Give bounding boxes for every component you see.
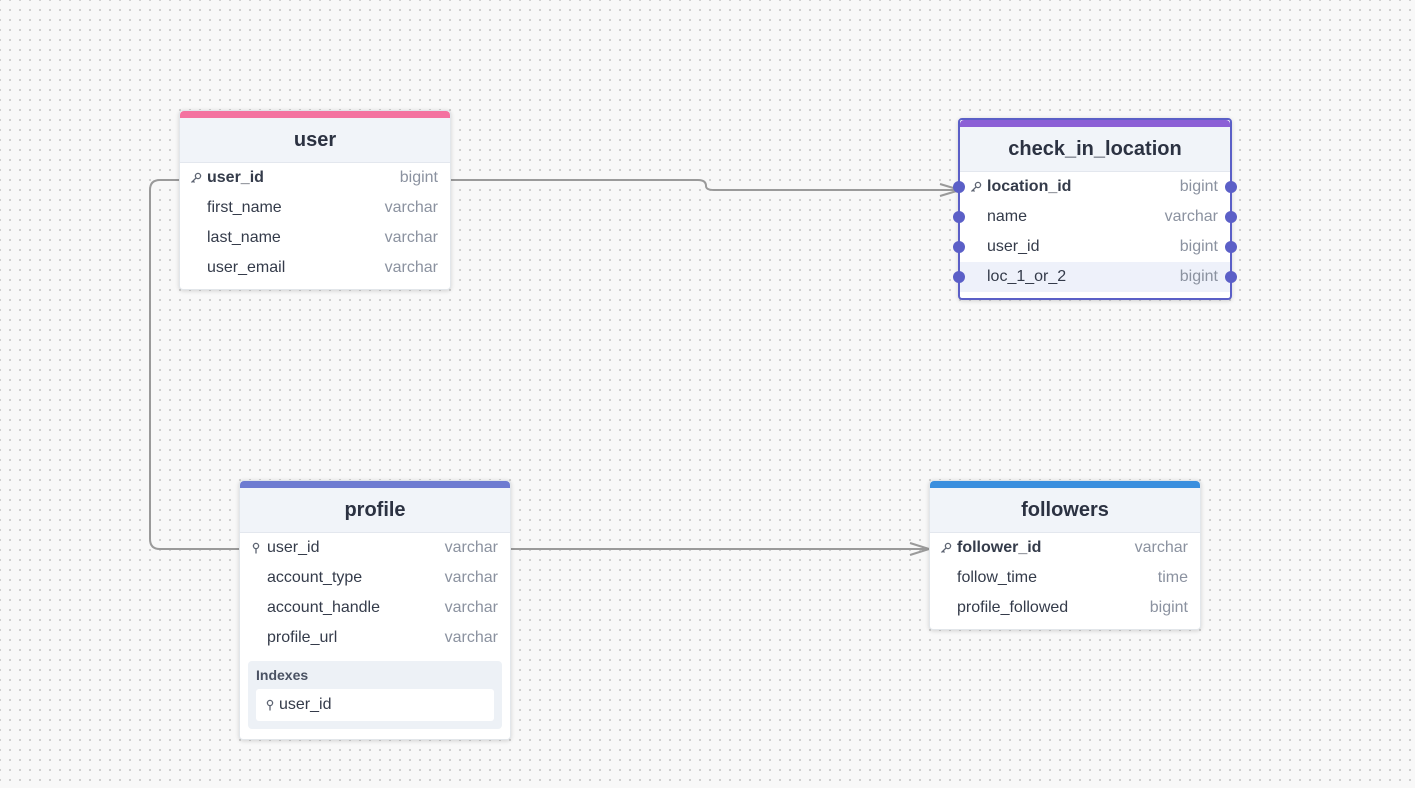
column-row[interactable]: profile_followed bigint bbox=[930, 593, 1200, 623]
table-title: profile bbox=[240, 488, 510, 533]
column-type: varchar bbox=[384, 229, 438, 246]
column-name: profile_url bbox=[267, 629, 338, 646]
key-icon bbox=[971, 181, 982, 192]
table-title: followers bbox=[930, 488, 1200, 533]
table-title: check_in_location bbox=[960, 127, 1230, 172]
column-type: varchar bbox=[1134, 539, 1188, 556]
key-icon bbox=[941, 542, 952, 553]
column-name: last_name bbox=[207, 229, 281, 246]
column-type: varchar bbox=[444, 539, 498, 556]
column-row[interactable]: follow_time time bbox=[930, 563, 1200, 593]
column-row[interactable]: follower_id varchar bbox=[930, 533, 1200, 563]
column-type: bigint bbox=[1179, 238, 1218, 255]
column-type: varchar bbox=[384, 259, 438, 276]
crowfoot-followers bbox=[909, 542, 930, 556]
column-type: time bbox=[1157, 569, 1188, 586]
column-type: bigint bbox=[1179, 178, 1218, 195]
table-check-in-location[interactable]: check_in_location location_id bigint nam… bbox=[953, 118, 1237, 300]
indexes-section: Indexes user_id bbox=[248, 661, 502, 729]
table-user[interactable]: user user_id bigint first_name varchar l… bbox=[179, 110, 451, 290]
index-pin-icon bbox=[266, 699, 274, 711]
column-name: user_id bbox=[987, 238, 1040, 255]
column-name: first_name bbox=[207, 199, 282, 216]
column-row[interactable]: user_email varchar bbox=[180, 253, 450, 283]
column-row[interactable]: location_id bigint bbox=[953, 172, 1237, 202]
column-name: profile_followed bbox=[957, 599, 1069, 616]
column-name: account_type bbox=[267, 569, 363, 586]
column-row[interactable]: account_type varchar bbox=[240, 563, 510, 593]
column-row[interactable]: user_id bigint bbox=[953, 232, 1237, 262]
edge-user-profile[interactable] bbox=[149, 179, 239, 550]
connection-handle[interactable] bbox=[953, 271, 965, 283]
indexes-title: Indexes bbox=[256, 667, 309, 683]
column-name: user_id bbox=[267, 539, 320, 556]
column-row[interactable]: user_id bigint bbox=[180, 163, 450, 193]
column-type: varchar bbox=[444, 599, 498, 616]
column-name: follower_id bbox=[957, 539, 1042, 556]
column-type: varchar bbox=[1164, 208, 1218, 225]
index-item[interactable]: user_id bbox=[256, 689, 494, 721]
edge-user-check-in-location[interactable] bbox=[451, 179, 960, 191]
column-name: account_handle bbox=[267, 599, 380, 616]
column-type: bigint bbox=[1149, 599, 1188, 616]
column-row[interactable]: first_name varchar bbox=[180, 193, 450, 223]
table-title: user bbox=[180, 118, 450, 163]
index-pin-icon bbox=[252, 542, 260, 554]
column-name: user_id bbox=[207, 169, 264, 186]
column-row[interactable]: profile_url varchar bbox=[240, 623, 510, 653]
column-name: name bbox=[987, 208, 1028, 225]
connection-handle[interactable] bbox=[1225, 181, 1237, 193]
table-followers[interactable]: followers follower_id varchar follow_tim… bbox=[929, 480, 1201, 630]
connection-handle[interactable] bbox=[953, 241, 965, 253]
connection-handle[interactable] bbox=[953, 211, 965, 223]
table-accent bbox=[930, 481, 1200, 488]
column-type: bigint bbox=[1179, 268, 1218, 285]
column-name: follow_time bbox=[957, 569, 1038, 586]
column-name: loc_1_or_2 bbox=[987, 268, 1067, 285]
table-accent bbox=[960, 120, 1230, 127]
column-row-hovered[interactable]: loc_1_or_2 bigint bbox=[953, 262, 1237, 292]
connection-handle[interactable] bbox=[1225, 271, 1237, 283]
table-profile[interactable]: profile user_id varchar account_type var… bbox=[239, 480, 511, 740]
column-row[interactable]: name varchar bbox=[953, 202, 1237, 232]
index-name: user_id bbox=[279, 696, 332, 713]
column-type: varchar bbox=[444, 629, 498, 646]
column-type: varchar bbox=[384, 199, 438, 216]
column-row[interactable]: user_id varchar bbox=[240, 533, 510, 563]
connection-handle[interactable] bbox=[1225, 241, 1237, 253]
table-accent bbox=[240, 481, 510, 488]
connection-handle[interactable] bbox=[1225, 211, 1237, 223]
column-row[interactable]: account_handle varchar bbox=[240, 593, 510, 623]
column-type: varchar bbox=[444, 569, 498, 586]
column-row[interactable]: last_name varchar bbox=[180, 223, 450, 253]
table-accent bbox=[180, 111, 450, 118]
column-name: location_id bbox=[987, 178, 1072, 195]
column-name: user_email bbox=[207, 259, 286, 276]
key-icon bbox=[191, 172, 202, 183]
column-type: bigint bbox=[399, 169, 438, 186]
connection-handle[interactable] bbox=[953, 181, 965, 193]
